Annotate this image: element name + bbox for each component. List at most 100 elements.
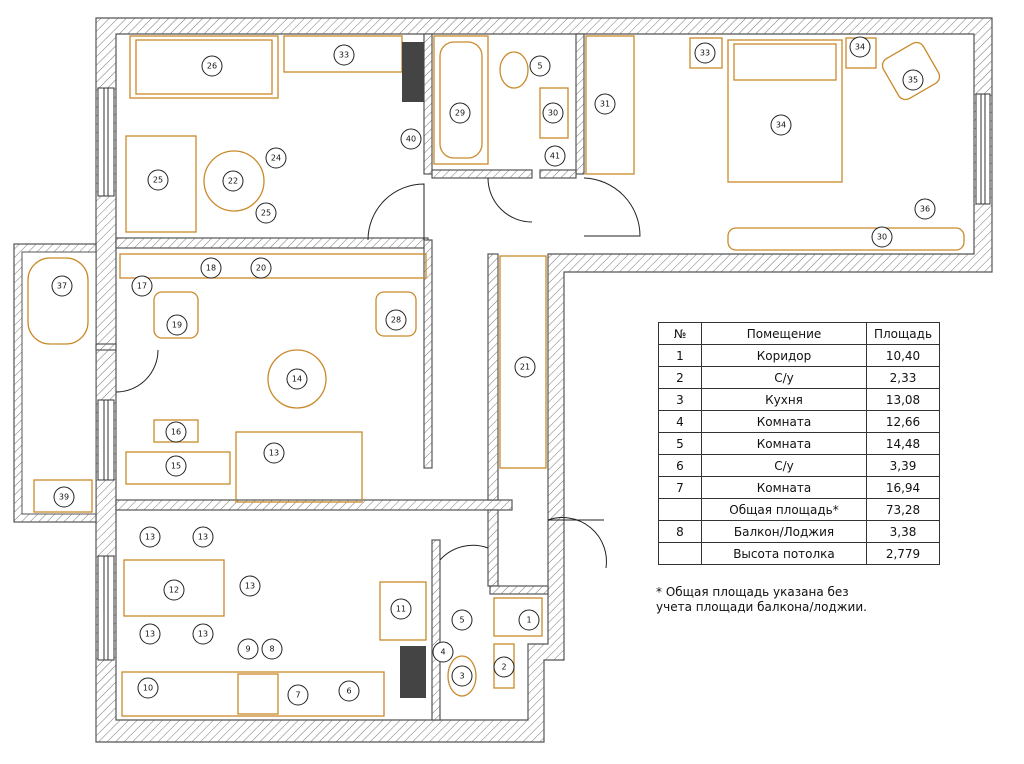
area-note: * Общая площадь указана без учета площад…: [656, 585, 956, 615]
legend-cell-area: 3,38: [866, 520, 940, 543]
legend-cell-area: 16,94: [866, 476, 940, 499]
marker-13: 13: [139, 623, 161, 645]
area-note-line: * Общая площадь указана без: [656, 585, 849, 599]
stove: [237, 673, 279, 715]
marker-label: 20: [256, 264, 266, 273]
marker-circle: [200, 257, 222, 279]
legend-cell-room: Комната: [701, 410, 867, 433]
marker-circle: [449, 102, 471, 124]
legend-cell-room: Общая площадь*: [701, 498, 867, 521]
marker-circle: [694, 42, 716, 64]
marker-circle: [286, 368, 308, 390]
marker-label: 5: [459, 616, 464, 625]
wall-int: [423, 239, 433, 469]
marker-13: 13: [263, 442, 285, 464]
marker-30: 30: [542, 102, 564, 124]
marker-8: 8: [261, 638, 283, 660]
marker-circle: [222, 170, 244, 192]
armchair: [881, 41, 941, 101]
legend-cell-room: Высота потолка: [701, 542, 867, 565]
marker-circle: [165, 421, 187, 443]
marker-label: 13: [145, 630, 155, 639]
marker-36: 36: [914, 198, 936, 220]
marker-label: 19: [172, 321, 182, 330]
marker-circle: [53, 486, 75, 508]
marker-label: 8: [269, 645, 274, 654]
legend-cell-area: 73,28: [866, 498, 940, 521]
marker-label: 13: [269, 449, 279, 458]
door-swing: [367, 183, 425, 241]
marker-label: 40: [406, 135, 416, 144]
double-bed: [727, 39, 843, 183]
marker-circle: [165, 455, 187, 477]
marker-label: 39: [59, 493, 69, 502]
legend-cell-room: С/у: [701, 366, 867, 389]
window: [97, 555, 115, 661]
toilet: [447, 655, 477, 697]
marker-circle: [192, 623, 214, 645]
legend-cell-area: 13,08: [866, 388, 940, 411]
balcony-lounger: [27, 257, 89, 345]
legend-cell-num: 6: [658, 454, 702, 477]
legend-cell-room: Комната: [701, 432, 867, 455]
marker-25: 25: [147, 169, 169, 191]
marker-13: 13: [139, 526, 161, 548]
marker-label: 30: [548, 109, 558, 118]
marker-circle: [594, 93, 616, 115]
marker-label: 11: [396, 605, 406, 614]
legend-cell-area: 3,39: [866, 454, 940, 477]
dining-table: [123, 559, 225, 617]
marker-circle: [400, 128, 422, 150]
legend-cell-area: 2,33: [866, 366, 940, 389]
marker-label: 24: [271, 154, 281, 163]
marker-label: 29: [455, 109, 465, 118]
marker-circle: [518, 609, 540, 631]
bench: [125, 451, 231, 485]
marker-label: 33: [700, 49, 710, 58]
marker-label: 6: [346, 687, 351, 696]
marker-1: 1: [518, 609, 540, 631]
marker-34: 34: [770, 114, 792, 136]
kitchen-counter: [121, 671, 385, 717]
legend-cell-area: 12,66: [866, 410, 940, 433]
marker-circle: [493, 656, 515, 678]
wall-outer: [95, 17, 993, 743]
marker-13: 13: [192, 526, 214, 548]
window: [975, 93, 991, 205]
marker-circle: [137, 677, 159, 699]
marker-circle: [385, 309, 407, 331]
marker-circle: [163, 579, 185, 601]
marker-circle: [770, 114, 792, 136]
sink: [539, 87, 569, 139]
interior-walls: [95, 33, 585, 721]
marker-circle: [192, 526, 214, 548]
marker-19: 19: [166, 314, 188, 336]
marker-label: 41: [550, 152, 560, 161]
wall-int: [431, 539, 441, 721]
marker-circle: [255, 202, 277, 224]
marker-14: 14: [286, 368, 308, 390]
balcony-box: [33, 479, 93, 513]
marker-circle: [390, 598, 412, 620]
marker-20: 20: [250, 257, 272, 279]
legend-cell-num: 4: [658, 410, 702, 433]
area-note-line: учета площади балкона/лоджии.: [656, 600, 867, 614]
marker-circle: [451, 609, 473, 631]
legend-header-room: Помещение: [701, 322, 867, 345]
legend-cell-num: 1: [658, 344, 702, 367]
marker-label: 5: [537, 62, 542, 71]
wall-int: [575, 33, 585, 175]
marker-label: 13: [198, 630, 208, 639]
marker-circle: [529, 55, 551, 77]
door-swing: [115, 349, 159, 393]
bathtub: [433, 35, 489, 165]
marker-circle: [237, 638, 259, 660]
marker-label: 17: [137, 282, 147, 291]
legend-cell-num: 7: [658, 476, 702, 499]
marker-13: 13: [239, 575, 261, 597]
